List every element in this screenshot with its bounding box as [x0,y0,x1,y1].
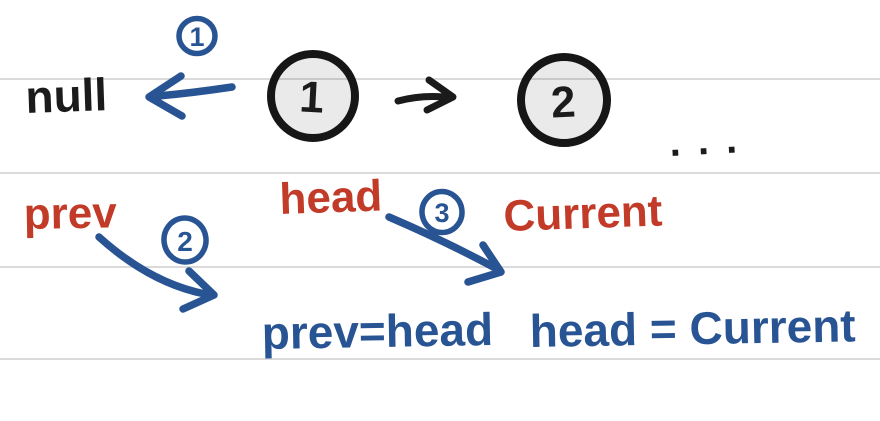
step-2-assignment-arrow-icon [95,233,218,313]
null-label: null [25,68,109,123]
step-1-badge: 1 [176,15,218,57]
head-pointer-label: head [279,171,383,224]
node-2-value: 2 [550,77,577,127]
step-2-badge: 2 [161,215,209,265]
node-1: 1 [267,50,359,142]
prev-pointer-label: prev [23,188,117,239]
step-3-assignment-arrow-icon [385,213,505,286]
equation-prev-equals-head: prev=head [261,303,493,359]
node-1-circle [267,50,359,142]
step-3-number: 3 [434,198,449,228]
step-1-reverse-pointer-arrow-icon [145,72,236,120]
node-2: 2 [517,53,611,147]
node-1-value: 1 [298,72,325,122]
equation-head-equals-current: head = Current [529,299,856,357]
next-pointer-arrow-icon [394,76,457,114]
current-pointer-label: Current [503,186,664,241]
step-1-number: 1 [189,22,204,52]
step-3-badge: 3 [419,188,465,236]
ellipsis-label: . . . [668,117,741,165]
node-2-circle [517,53,611,147]
step-2-number: 2 [177,226,193,257]
